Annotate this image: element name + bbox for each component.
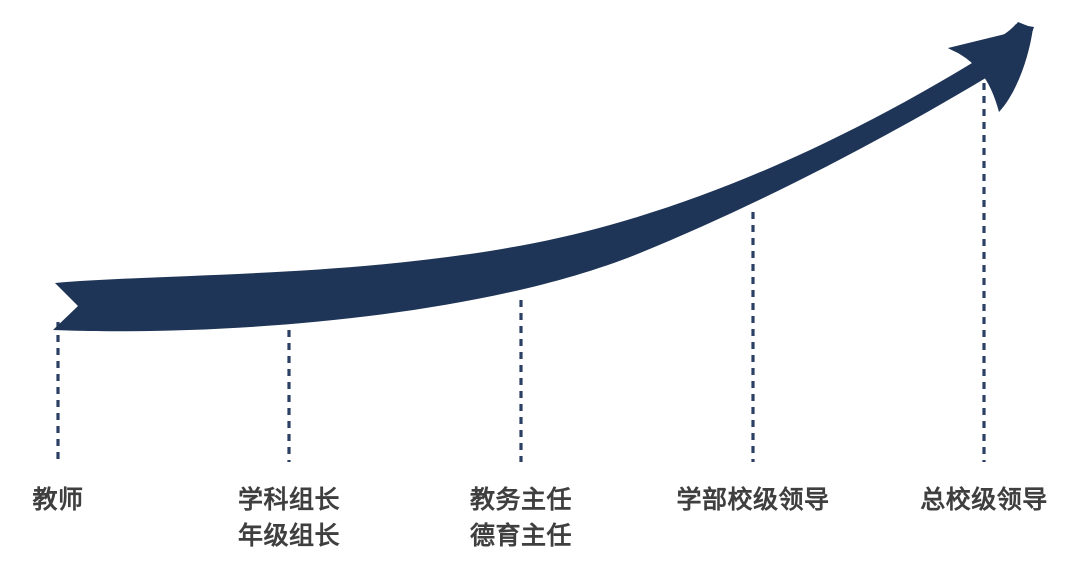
stage-label-2: 学科组长 年级组长 [238,482,340,554]
stage-label-5-line-1: 总校级领导 [920,486,1048,514]
stage-label-3-line-2: 德育主任 [469,522,573,550]
stage-label-4-line-1: 学部校级领导 [676,486,830,514]
stage-label-2-line-2: 年级组长 [237,522,341,550]
guide-line-group [56,70,986,462]
stage-label-2-line-1: 学科组长 [237,486,341,514]
stage-label-1: 教师 [32,482,83,518]
stage-label-1-line-1: 教师 [32,486,84,514]
stage-label-4: 学部校级领导 [676,482,829,518]
arrow-ribbon-body [53,38,1022,332]
stage-label-3-line-1: 教务主任 [469,486,573,514]
arrow-neck [948,27,1034,112]
stage-label-5: 总校级领导 [920,482,1048,518]
stage-label-3: 教务主任 德育主任 [470,482,572,554]
